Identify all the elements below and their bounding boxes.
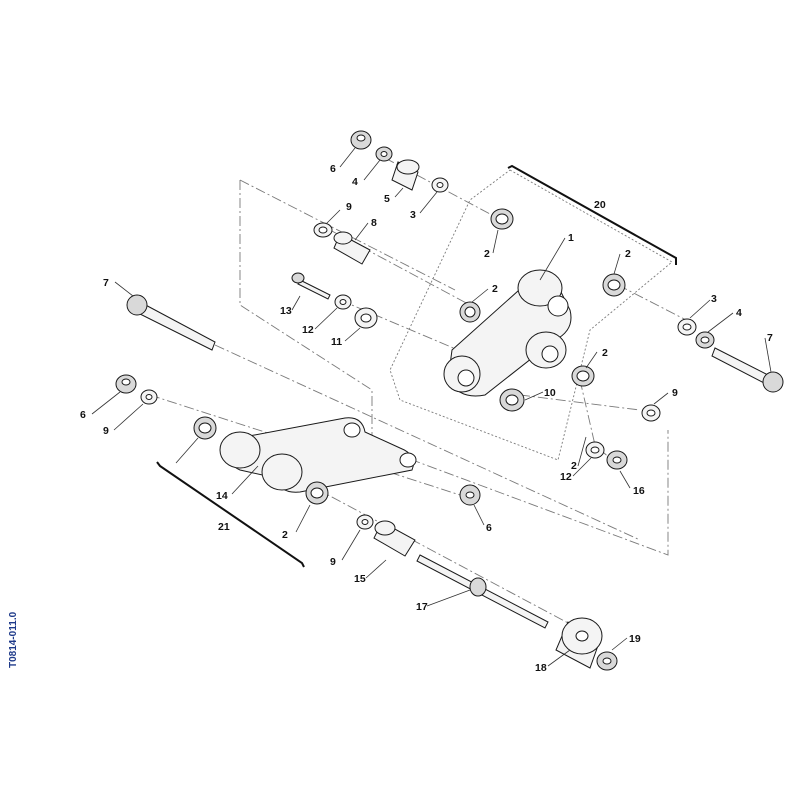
callout-19: 19 [629, 633, 641, 645]
callout-2: 2 [602, 347, 608, 359]
washer-9-left [140, 389, 158, 405]
callout-5: 5 [384, 193, 390, 205]
callout-9: 9 [103, 425, 109, 437]
bushing-8 [333, 231, 371, 265]
bushing-11 [354, 307, 378, 329]
bolt-7-left [126, 294, 216, 351]
callout-2: 2 [484, 248, 490, 260]
washer-9-bottom [356, 514, 374, 530]
callout-17: 17 [416, 601, 428, 613]
callout-18: 18 [535, 662, 547, 674]
brace-20 [507, 164, 677, 265]
callout-6: 6 [330, 163, 336, 175]
bolt-7-right [711, 347, 784, 393]
nut-6-top [350, 130, 372, 150]
washer-9-right [641, 404, 661, 422]
nut-6-left [115, 374, 137, 394]
bushing-10 [499, 388, 525, 412]
washer-3-right [677, 318, 697, 336]
callout-2: 2 [625, 248, 631, 260]
nut-6-bottom [459, 484, 481, 506]
washer-4-right [695, 331, 715, 349]
callout-9: 9 [346, 201, 352, 213]
callout-4: 4 [352, 176, 358, 188]
axis-lines [149, 157, 691, 641]
callout-15: 15 [354, 573, 366, 585]
washer-4-top [375, 146, 393, 162]
callout-2: 2 [282, 529, 288, 541]
bearing-2-a [490, 208, 514, 230]
callout-2: 2 [492, 283, 498, 295]
callout-4: 4 [736, 307, 742, 319]
callout-2: 2 [571, 460, 577, 472]
washer-9-top [313, 222, 333, 238]
shaft-17 [416, 554, 549, 629]
bearing-2-d [571, 365, 595, 387]
brace-21 [156, 461, 305, 568]
callout-3: 3 [410, 209, 416, 221]
link-14 [219, 417, 417, 493]
callout-16: 16 [633, 485, 645, 497]
bushing-5 [391, 159, 420, 191]
nut-16 [606, 450, 628, 470]
callout-21: 21 [218, 521, 230, 533]
document-id: T0814-011.0 [8, 611, 19, 668]
callout-6: 6 [486, 522, 492, 534]
callout-9: 9 [672, 387, 678, 399]
callout-20: 20 [594, 199, 606, 211]
callout-3: 3 [711, 293, 717, 305]
callout-labels: 6 4 5 3 9 8 20 2 1 2 7 13 2 12 11 3 4 7 … [80, 163, 773, 674]
washer-12-a [334, 294, 352, 310]
callout-12: 12 [560, 471, 572, 483]
nut-19 [596, 651, 618, 671]
washer-12-b [585, 441, 605, 459]
callout-7: 7 [103, 277, 109, 289]
bolt-13 [291, 272, 331, 300]
callout-10: 10 [544, 387, 556, 399]
assembly-outlines [239, 169, 673, 556]
bushing-15 [373, 520, 416, 557]
bearing-2-c [459, 301, 481, 323]
callout-14: 14 [216, 490, 228, 502]
callout-11: 11 [331, 336, 342, 348]
bearing-2-f [305, 481, 329, 505]
roller-18 [555, 617, 603, 669]
callout-1: 1 [568, 232, 574, 244]
callout-7: 7 [767, 332, 773, 344]
callout-12: 12 [302, 324, 314, 336]
bearing-2-b [602, 273, 626, 297]
link-1 [443, 269, 572, 397]
callout-13: 13 [280, 305, 292, 317]
bearing-2-e [193, 416, 217, 440]
washer-3-top [431, 177, 449, 193]
callout-6: 6 [80, 409, 86, 421]
callout-9: 9 [330, 556, 336, 568]
callout-8: 8 [371, 217, 377, 229]
leader-lines [91, 147, 772, 667]
